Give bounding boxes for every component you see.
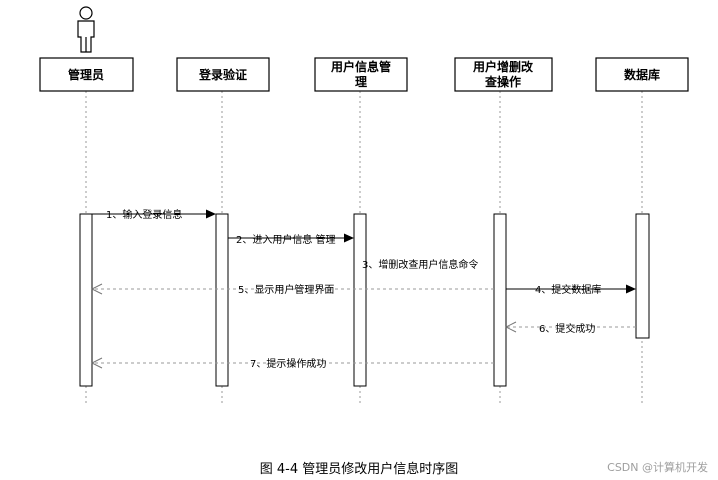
participant-crud: 用户增删改 查操作 xyxy=(454,57,553,92)
message-4-label: 4、提交数据库 xyxy=(535,283,601,296)
watermark: CSDN @计算机开发 xyxy=(607,461,708,474)
message-3: 3、增删改查用户信息命令 xyxy=(362,258,478,271)
activation-admin xyxy=(79,213,93,387)
participant-login-label: 登录验证 xyxy=(198,67,247,82)
message-5: 5、显示用户管理界面 xyxy=(90,283,494,296)
message-2: 2、进入用户信息 管理 xyxy=(228,233,354,246)
participant-admin: 管理员 xyxy=(39,57,134,92)
message-6-label: 6、提交成功 xyxy=(539,322,595,335)
message-1: 1、输入登录信息 xyxy=(92,208,216,221)
message-4: 4、提交数据库 xyxy=(506,283,636,296)
participant-database: 数据库 xyxy=(595,57,689,92)
activation-database xyxy=(635,213,650,339)
participant-login: 登录验证 xyxy=(176,57,270,92)
participant-crud-label-line2: 查操作 xyxy=(484,74,521,89)
participant-user-info-label-line2: 理 xyxy=(355,75,367,89)
activation-crud xyxy=(493,213,507,387)
figure-caption: 图 4-4 管理员修改用户信息时序图 xyxy=(259,462,459,477)
message-6: 6、提交成功 xyxy=(504,321,636,335)
message-7-label: 7、提示操作成功 xyxy=(250,357,326,370)
actor-icon xyxy=(77,6,95,53)
participant-user-info: 用户信息管 理 xyxy=(314,57,408,92)
message-2-label: 2、进入用户信息 管理 xyxy=(236,233,336,246)
message-1-label: 1、输入登录信息 xyxy=(106,208,182,221)
participant-admin-label: 管理员 xyxy=(68,67,104,82)
message-5-label: 5、显示用户管理界面 xyxy=(238,283,334,296)
participant-database-label: 数据库 xyxy=(624,67,660,82)
activation-login xyxy=(215,213,229,387)
message-7: 7、提示操作成功 xyxy=(90,357,494,370)
message-3-label: 3、增删改查用户信息命令 xyxy=(362,258,478,271)
participant-user-info-label-line1: 用户信息管 xyxy=(330,59,391,74)
activation-user-info xyxy=(353,213,367,387)
participant-crud-label-line1: 用户增删改 xyxy=(472,59,534,74)
